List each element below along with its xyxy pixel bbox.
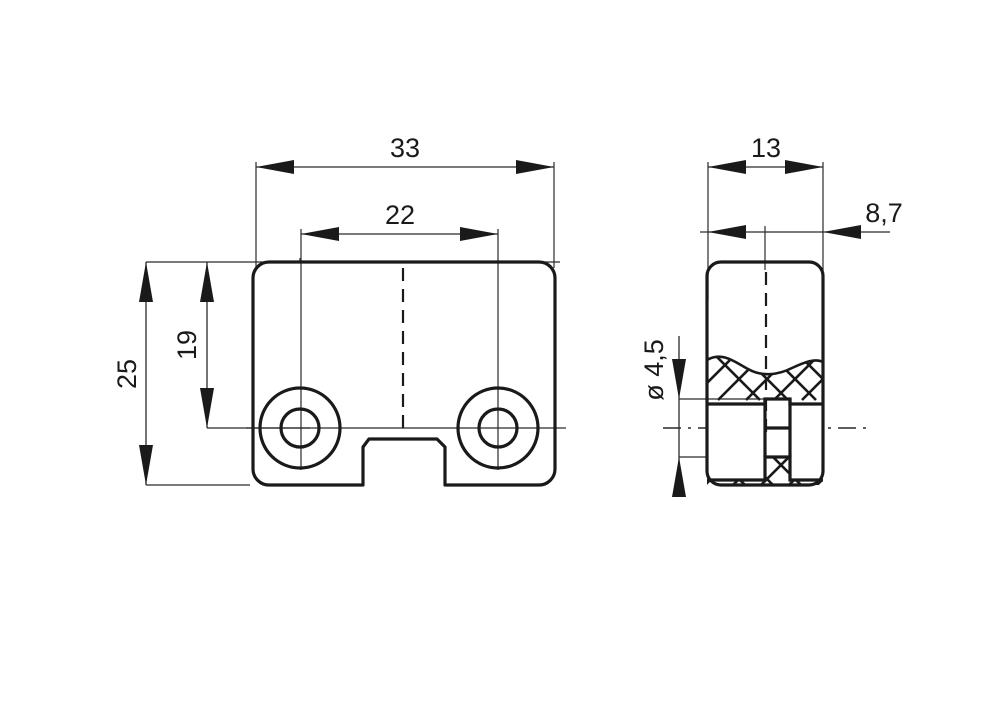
section-cavities: [707, 399, 823, 480]
dimension-label-13: 13: [751, 133, 781, 163]
dimension-overall-depth-13: 13: [708, 133, 823, 174]
dimension-step-depth-87: 8,7: [708, 198, 903, 239]
front-view-body-outline: [251, 260, 557, 487]
side-view-body-outline: [705, 260, 825, 487]
section-hatch-upper: [707, 357, 823, 401]
section-break-line: [706, 355, 824, 376]
dimension-bore-diameter-45: ø 4,5: [639, 336, 686, 497]
dimension-overall-width-33: 33: [256, 133, 554, 174]
front-view-hole-right: [456, 386, 540, 470]
front-view-hole-left: [258, 386, 342, 470]
dimension-label-33: 33: [390, 133, 420, 163]
dimension-label-25: 25: [112, 359, 142, 389]
dimension-label-87: 8,7: [865, 198, 903, 228]
dimension-label-19: 19: [172, 330, 202, 360]
dimension-hole-spacing-22: 22: [301, 200, 498, 241]
dimension-label-22: 22: [385, 200, 415, 230]
dimension-hole-height-19: 19: [172, 262, 214, 428]
dimension-overall-height-25: 25: [112, 262, 153, 485]
dimension-label-diameter-45: ø 4,5: [639, 339, 669, 401]
front-view-extension-lines: [146, 162, 566, 486]
